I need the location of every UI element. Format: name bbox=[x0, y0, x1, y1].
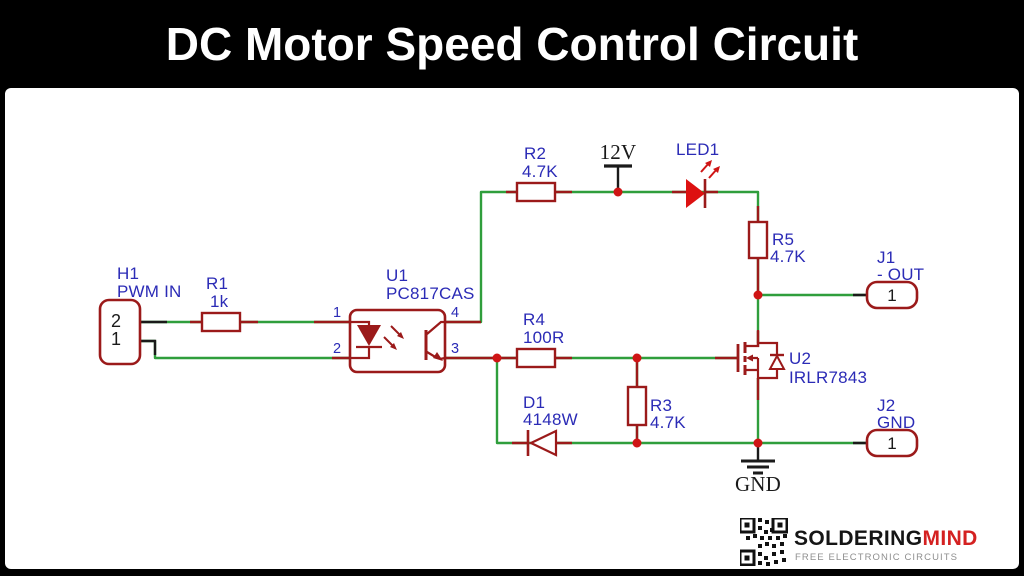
label-r3-value: 4.7K bbox=[650, 413, 686, 432]
label-r1-value: 1k bbox=[210, 292, 229, 311]
brand-name: SOLDERINGMIND bbox=[794, 527, 978, 551]
label-r1-ref: R1 bbox=[206, 274, 229, 293]
j1-pin-1: 1 bbox=[887, 286, 897, 305]
label-d1-value: 4148W bbox=[523, 410, 578, 429]
j2-pin-1: 1 bbox=[887, 434, 897, 453]
label-r5-ref: R5 bbox=[772, 230, 795, 249]
qr-code-icon bbox=[740, 518, 788, 566]
label-u1-pin2: 2 bbox=[333, 341, 342, 357]
label-r2-value: 4.7K bbox=[522, 162, 558, 181]
label-h1-name: PWM IN bbox=[117, 282, 182, 301]
label-r5-value: 4.7K bbox=[770, 247, 806, 266]
label-h1-ref: H1 bbox=[117, 264, 140, 283]
label-u1-ref: U1 bbox=[386, 266, 409, 285]
label-u1-pin3: 3 bbox=[451, 341, 460, 357]
label-r3-ref: R3 bbox=[650, 396, 673, 415]
label-u2-value: IRLR7843 bbox=[789, 368, 868, 387]
h1-pin-2: 2 bbox=[110, 311, 121, 331]
label-j1-ref: J1 bbox=[877, 248, 896, 267]
label-u1-pin1: 1 bbox=[333, 305, 342, 321]
brand-name-primary: SOLDERING bbox=[794, 527, 923, 550]
brand-name-accent: MIND bbox=[922, 527, 978, 550]
label-j1-name: - OUT bbox=[877, 265, 925, 284]
label-u1-value: PC817CAS bbox=[386, 284, 475, 303]
label-12v: 12V bbox=[599, 140, 637, 164]
label-r4-value: 100R bbox=[523, 328, 565, 347]
label-u2-ref: U2 bbox=[789, 349, 812, 368]
brand-tagline: FREE ELECTRONIC CIRCUITS bbox=[795, 552, 959, 563]
label-j2-ref: J2 bbox=[877, 396, 896, 415]
label-r4-ref: R4 bbox=[523, 310, 546, 329]
title-bar: DC Motor Speed Control Circuit bbox=[0, 0, 1024, 88]
label-gnd: GND bbox=[734, 472, 782, 496]
label-d1-ref: D1 bbox=[523, 393, 546, 412]
label-j2-name: GND bbox=[877, 413, 916, 432]
label-led1-ref: LED1 bbox=[676, 140, 720, 159]
label-r2-ref: R2 bbox=[524, 144, 547, 163]
brand-logo: SOLDERINGMIND FREE ELECTRONIC CIRCUITS bbox=[740, 516, 1020, 568]
schematic-canvas bbox=[5, 88, 1019, 569]
label-u1-pin4: 4 bbox=[451, 305, 460, 321]
page-title: DC Motor Speed Control Circuit bbox=[165, 18, 859, 70]
h1-pin-1: 1 bbox=[110, 329, 121, 349]
